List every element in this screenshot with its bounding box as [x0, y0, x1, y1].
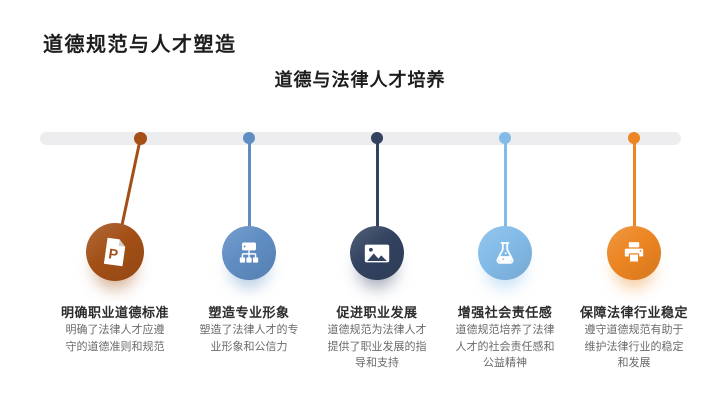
- timeline-dot: [243, 132, 255, 144]
- page-title: 道德规范与人才塑造: [43, 34, 237, 56]
- printer-icon: [624, 242, 644, 263]
- item-description: 明确了法律人才应遵守的道德准则和规范: [65, 324, 165, 353]
- item-description: 道德规范为法律人才提供了职业发展的指导和支持: [327, 324, 427, 369]
- page-subtitle: 道德与法律人才培养: [274, 70, 446, 90]
- connector-line: [119, 137, 142, 227]
- svg-text:P: P: [108, 245, 120, 262]
- timeline-dot: [499, 132, 511, 144]
- connector-line: [247, 138, 251, 230]
- milestone-circle: [607, 226, 661, 280]
- item-description: 遵守道德规范有助于维护法律行业的稳定和发展: [584, 324, 684, 369]
- image-icon: [364, 244, 390, 263]
- item-heading: 增强社会责任感: [457, 305, 553, 320]
- connector-line: [375, 138, 379, 230]
- item-heading: 明确职业道德标准: [60, 305, 169, 320]
- timeline-dot: [133, 132, 147, 145]
- item-heading: 促进职业发展: [336, 305, 418, 320]
- item-heading: 保障法律行业稳定: [579, 305, 688, 320]
- connector-line: [503, 138, 507, 230]
- flask-icon: [496, 242, 514, 264]
- timeline-dot: [371, 132, 383, 144]
- item-description: 道德规范培养了法律人才的社会责任感和公益精神: [455, 324, 555, 369]
- milestone-circle: [350, 226, 404, 280]
- item-heading: 塑造专业形象: [208, 305, 290, 320]
- milestone-circle: [222, 226, 276, 280]
- document-p-icon: P: [103, 237, 126, 267]
- connector-line: [632, 138, 636, 230]
- org-chart-icon: [239, 242, 259, 263]
- milestone-circle: P: [86, 223, 144, 281]
- milestone-circle: [478, 226, 532, 280]
- timeline-dot: [628, 132, 640, 144]
- timeline-bar: [40, 132, 681, 145]
- item-description: 塑造了法律人才的专业形象和公信力: [199, 324, 299, 353]
